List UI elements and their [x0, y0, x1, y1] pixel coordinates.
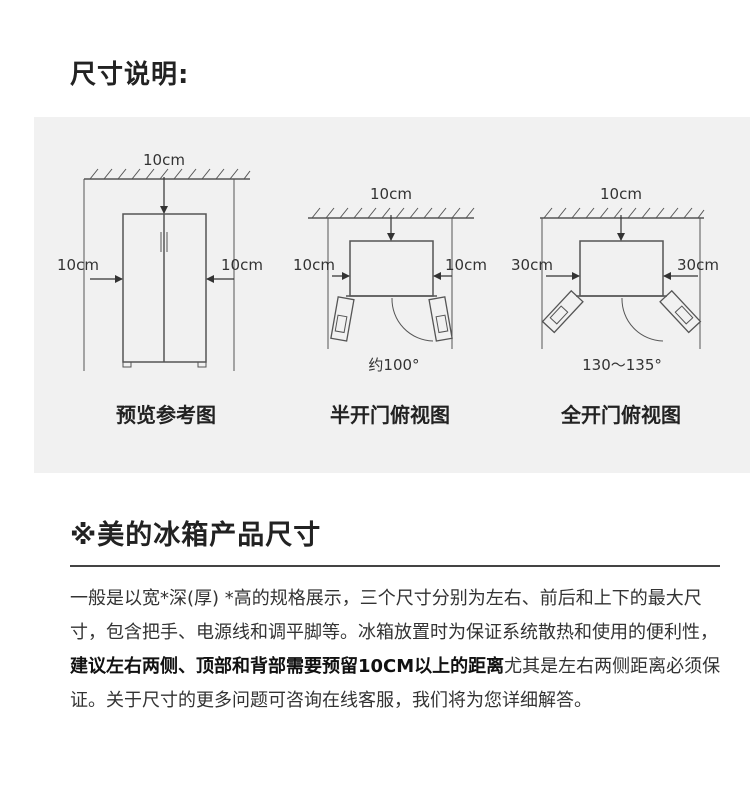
half-open-caption: 半开门俯视图 [330, 403, 450, 427]
full-open-top-label: 10cm [600, 185, 642, 203]
preview-right-label: 10cm [221, 256, 263, 274]
preview-caption: 预览参考图 [116, 403, 216, 427]
description-text-end: 尤其是左右两侧距离必须保证。关于尺寸的更多问题可咨询在线客服，我们将为您详细解答… [70, 656, 721, 711]
half-open-top-label: 10cm [370, 185, 412, 203]
divider [70, 565, 720, 567]
full-open-caption: 全开门俯视图 [560, 403, 681, 427]
description-highlight: 建议左右两侧、顶部和背部需要预留10CM以上的距离 [70, 656, 505, 677]
diagram-panel: 10cm 10cm 10cm 预览参考图 [34, 117, 750, 473]
preview-diagram [83, 168, 251, 371]
description-text: 一般是以宽*深(厚) *高的规格展示，三个尺寸分别为左右、前后和上下的最大尺寸，… [70, 588, 718, 643]
dimension-diagrams: 10cm 10cm 10cm 预览参考图 [57, 151, 719, 427]
product-size-title: ※美的冰箱产品尺寸 [70, 520, 322, 551]
full-open-left-label: 30cm [511, 256, 553, 274]
preview-top-label: 10cm [143, 151, 185, 169]
half-open-diagram [308, 207, 475, 349]
size-description: 一般是以宽*深(厚) *高的规格展示，三个尺寸分别为左右、前后和上下的最大尺寸，… [70, 582, 730, 718]
full-open-angle-label: 130～135° [582, 356, 662, 374]
section-title: 尺寸说明: [70, 60, 190, 90]
half-open-right-label: 10cm [445, 256, 487, 274]
full-open-diagram [540, 207, 705, 349]
half-open-left-label: 10cm [293, 256, 335, 274]
preview-left-label: 10cm [57, 256, 99, 274]
half-open-angle-label: 约100° [368, 356, 419, 374]
full-open-right-label: 30cm [677, 256, 719, 274]
